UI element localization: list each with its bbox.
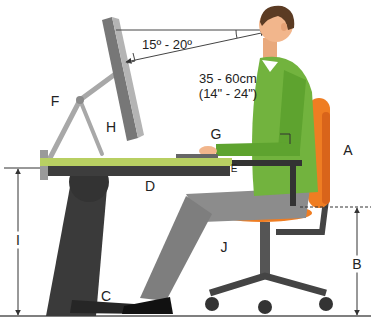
part-letter: A: [343, 143, 352, 158]
eye-level-line: [116, 30, 268, 31]
distance-label: 35 - 60cm (14" - 24"): [187, 71, 269, 101]
chair-wheel: [258, 300, 272, 314]
collar: [262, 60, 278, 72]
lower-leg: [140, 196, 212, 301]
part-letter: B: [352, 256, 361, 273]
part-letter: C: [101, 289, 111, 304]
part-letter: J: [221, 240, 228, 255]
chair-wheel: [205, 297, 219, 311]
chair-backrest-shade: [322, 112, 330, 204]
chair-column: [260, 222, 270, 276]
desk-frame: [48, 166, 230, 176]
part-letter: E: [231, 161, 238, 176]
angle-label: 15º - 20º: [142, 37, 192, 52]
part-letter: G: [211, 127, 222, 142]
desk-top: [40, 158, 232, 166]
extension-line: [4, 168, 44, 169]
forearm: [216, 142, 300, 156]
part-letter: H: [106, 120, 116, 135]
seat-height-guide: [300, 207, 371, 208]
ear: [281, 23, 287, 31]
hair: [260, 6, 294, 30]
armrest: [232, 160, 302, 166]
angle-arc: [236, 30, 237, 38]
chair-wheel: [319, 297, 333, 311]
right-angle-mark: [127, 53, 135, 63]
torso: [252, 57, 318, 196]
upper-arm: [278, 70, 306, 150]
viewing-distance-line: [126, 32, 266, 62]
part-letter: F: [51, 94, 60, 109]
arm-joint: [76, 96, 84, 104]
monitor-arm: [80, 100, 102, 154]
right-angle-mark: [280, 134, 290, 144]
keyboard: [176, 154, 218, 158]
part-letter: D: [145, 179, 155, 194]
shoe: [122, 297, 173, 314]
part-letter: I: [16, 232, 20, 249]
chair-base: [210, 276, 326, 293]
armrest-support: [290, 166, 296, 206]
monitor-arm: [50, 72, 118, 158]
monitor-screen: [112, 17, 144, 138]
